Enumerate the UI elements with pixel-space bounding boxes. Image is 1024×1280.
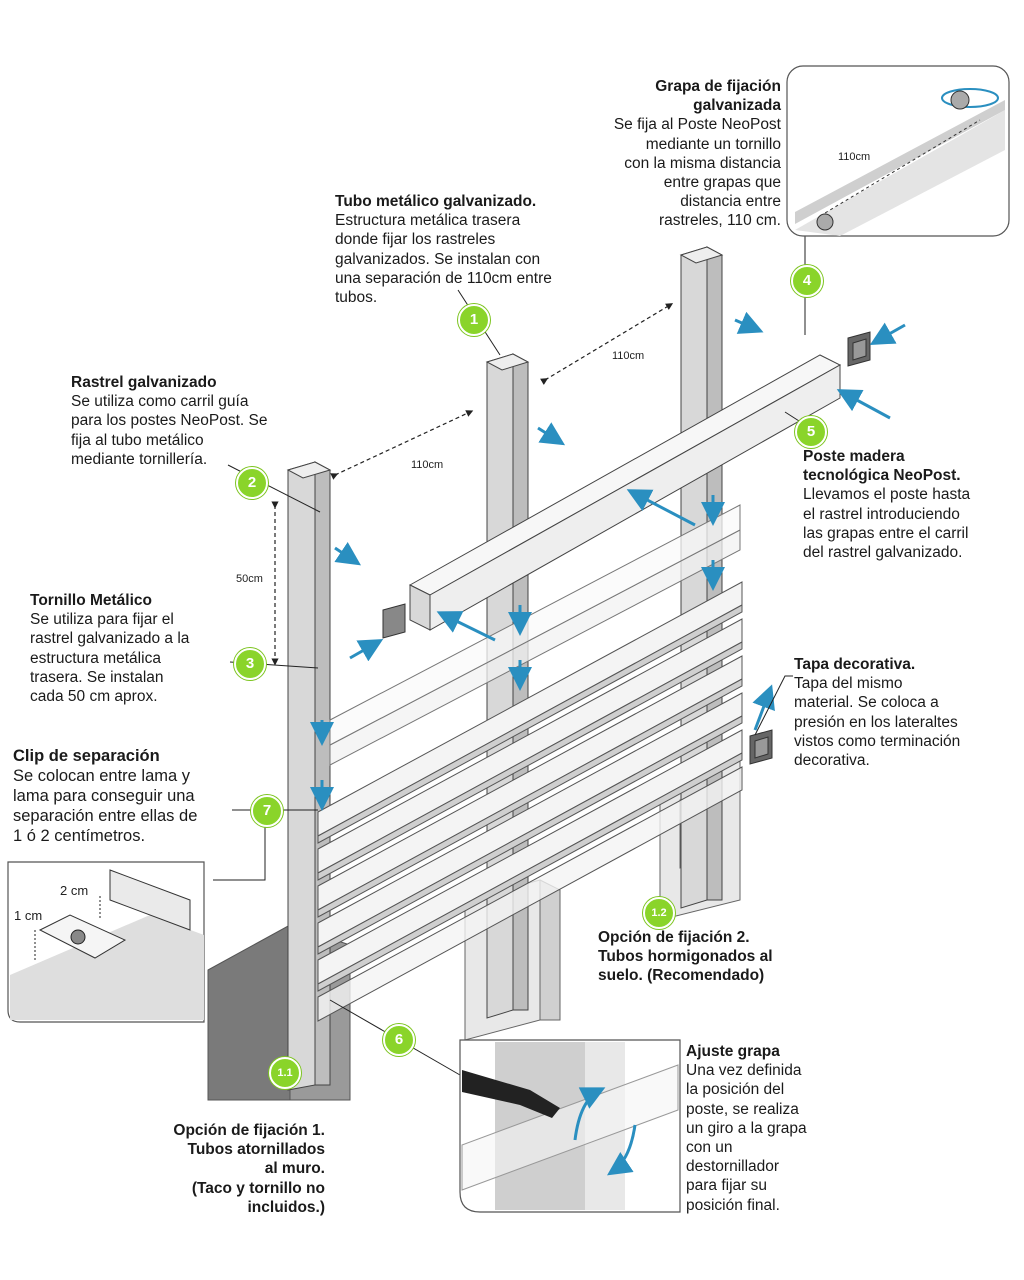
- callout-opcion1-title: Opción de fijación 1. Tubos atornillados…: [173, 1122, 325, 1216]
- step-badge-4: 4: [791, 265, 823, 297]
- callout-poste-body: Llevamos el poste hasta el rastrel intro…: [803, 486, 971, 562]
- callout-grapa-body: Se fija al Poste NeoPost mediante un tor…: [613, 116, 781, 230]
- step-badge-6: 6: [383, 1024, 415, 1056]
- detail-grapa-top: [786, 65, 1010, 237]
- callout-opcion1: Opción de fijación 1. Tubos atornillados…: [150, 1121, 325, 1217]
- slats: [317, 581, 743, 1022]
- callout-tornillo: Tornillo Metálico Se utiliza para fijar …: [30, 591, 230, 706]
- dimension-lines: [271, 303, 674, 666]
- assembly-arrows: [310, 311, 906, 811]
- step-badge-1-2: 1.2: [643, 897, 675, 929]
- detail-ajuste: [459, 1039, 681, 1213]
- galvanized-rail: [329, 504, 741, 766]
- callout-rastrel-body: Se utiliza como carril guía para los pos…: [71, 393, 268, 468]
- callout-tubo-body: Estructura metálica trasera donde fijar …: [335, 212, 552, 307]
- dimension-110cm-left: 110cm: [411, 459, 444, 471]
- callout-tubo: Tubo metálico galvanizado. Estructura me…: [335, 192, 595, 307]
- dimension-110cm-detail: 110cm: [838, 151, 871, 163]
- callout-tapa: Tapa decorativa. Tapa del mismo material…: [794, 655, 999, 770]
- callout-tapa-title: Tapa decorativa.: [794, 656, 916, 673]
- step-badge-7: 7: [251, 795, 283, 827]
- callout-clip-body: Se colocan entre lama y lama para conseg…: [13, 767, 198, 845]
- end-cap-top: [847, 331, 871, 367]
- callout-opcion2: Opción de fijación 2. Tubos hormigonados…: [598, 928, 798, 986]
- callout-tornillo-body: Se utiliza para fijar el rastrel galvani…: [30, 611, 190, 706]
- end-cap-right: [749, 729, 773, 765]
- step-badge-1-1: 1.1: [269, 1057, 301, 1089]
- step-badge-2: 2: [236, 467, 268, 499]
- callout-rastrel-title: Rastrel galvanizado: [71, 374, 217, 391]
- dimension-50cm: 50cm: [236, 573, 263, 585]
- callout-tubo-title: Tubo metálico galvanizado.: [335, 193, 537, 210]
- callout-clip-title: Clip de separación: [13, 747, 160, 765]
- callout-grapa-title: Grapa de fijación galvanizada: [655, 78, 781, 115]
- callout-tapa-body: Tapa del mismo material. Se coloca a pre…: [794, 675, 961, 770]
- callout-rastrel: Rastrel galvanizado Se utiliza como carr…: [71, 373, 301, 469]
- callout-tornillo-title: Tornillo Metálico: [30, 592, 152, 609]
- callout-poste-title: Poste madera tecnológica NeoPost.: [803, 448, 961, 485]
- step-badge-3: 3: [234, 648, 266, 680]
- callout-opcion2-title: Opción de fijación 2. Tubos hormigonados…: [598, 929, 773, 985]
- step-badge-5: 5: [795, 416, 827, 448]
- callout-ajuste: Ajuste grapa Una vez definida la posició…: [686, 1042, 836, 1215]
- dimension-2cm: 2 cm: [60, 883, 89, 898]
- callout-ajuste-title: Ajuste grapa: [686, 1043, 780, 1060]
- callout-grapa: Grapa de fijación galvanizada Se fija al…: [560, 77, 781, 231]
- dimension-1cm: 1 cm: [14, 908, 43, 923]
- step-badge-1: 1: [458, 304, 490, 336]
- detail-clip: [7, 861, 205, 1023]
- callout-poste: Poste madera tecnológica NeoPost. Llevam…: [803, 447, 1013, 562]
- end-cap-left: [382, 603, 406, 639]
- callout-clip: Clip de separación Se colocan entre lama…: [13, 746, 233, 846]
- callout-ajuste-body: Una vez definida la posición del poste, …: [686, 1062, 807, 1214]
- dimension-110cm-right: 110cm: [612, 350, 645, 362]
